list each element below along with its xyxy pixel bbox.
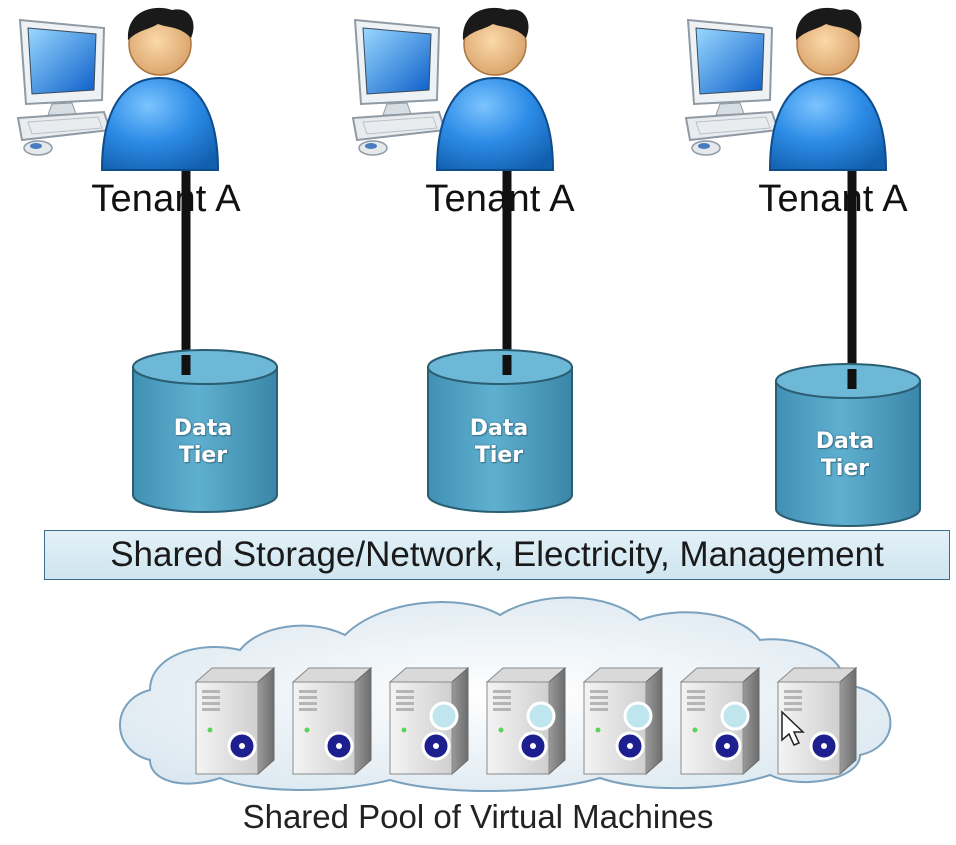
tenant-label: Tenant A (425, 178, 575, 220)
database-cylinder-icon (775, 363, 921, 527)
database-cylinder-icon (132, 349, 278, 513)
data-tier-line1: Data (173, 416, 233, 441)
data-tier-line1: Data (815, 429, 875, 454)
server-icon (582, 666, 664, 776)
data-tier-cylinders (132, 349, 921, 527)
connector-lines (181, 160, 857, 371)
database-cylinder-icon (427, 349, 573, 513)
data-tier-line2: Tier (178, 443, 228, 468)
mouse-pointer-icon (781, 710, 805, 746)
data-tier-label: Data Tier (770, 428, 920, 482)
server-pool (194, 666, 858, 776)
data-tier-line2: Tier (474, 443, 524, 468)
tenant-label: Tenant A (758, 178, 908, 220)
server-icon (679, 666, 761, 776)
tenant-label: Tenant A (91, 178, 241, 220)
server-icon (194, 666, 276, 776)
computer-monitor-icon (351, 18, 447, 156)
computer-monitor-icon (16, 18, 112, 156)
data-tier-line1: Data (469, 416, 529, 441)
shared-infrastructure-bar: Shared Storage/Network, Electricity, Man… (44, 530, 950, 580)
computer-monitor-icon (684, 18, 780, 156)
data-tier-line2: Tier (820, 456, 870, 481)
pool-caption: Shared Pool of Virtual Machines (242, 798, 714, 835)
server-icon (388, 666, 470, 776)
server-icon (485, 666, 567, 776)
server-icon (291, 666, 373, 776)
data-tier-label: Data Tier (128, 415, 278, 469)
user-icon (768, 7, 888, 171)
tenant-icons (16, 7, 888, 171)
server-icon (776, 666, 858, 776)
data-tier-label: Data Tier (424, 415, 574, 469)
user-icon (100, 7, 220, 171)
user-icon (435, 7, 555, 171)
